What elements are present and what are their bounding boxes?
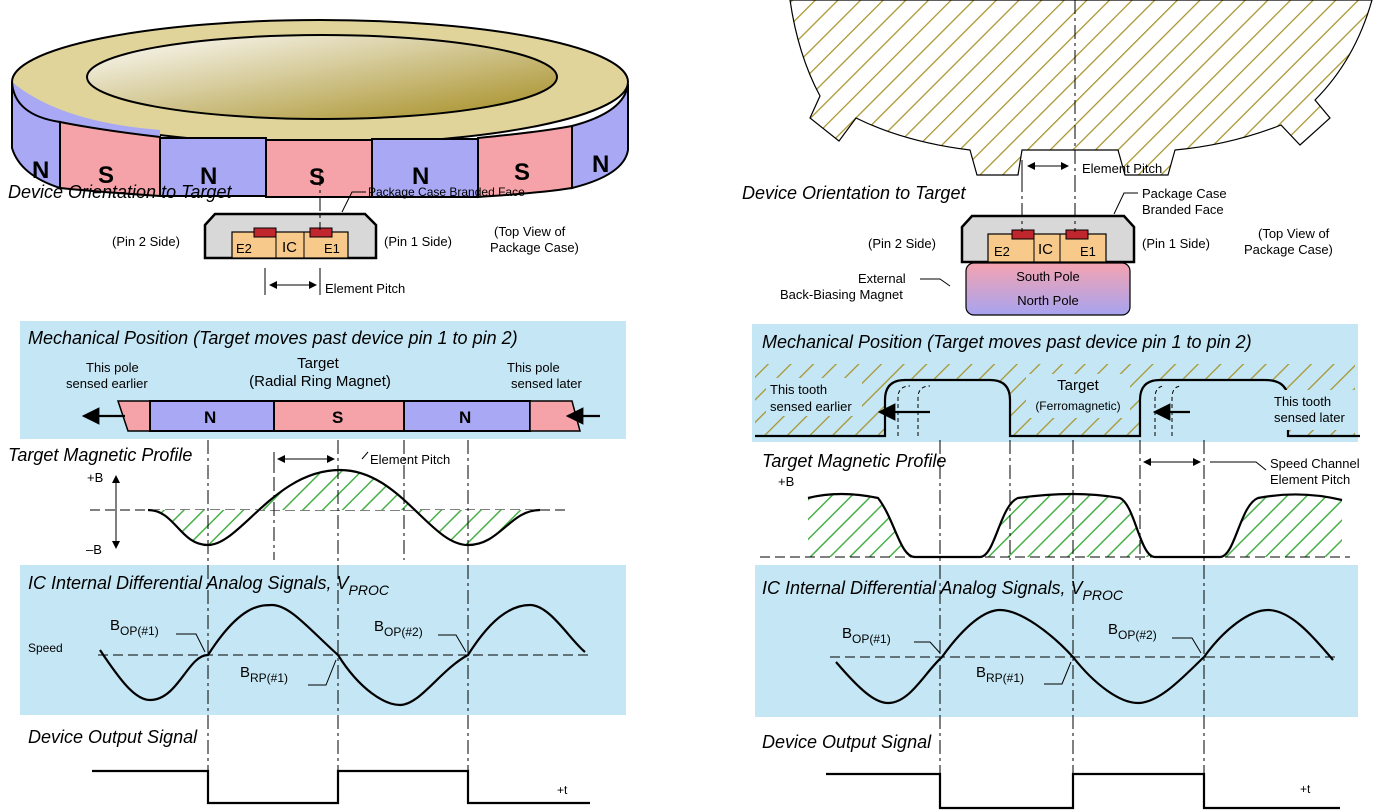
e2-label: E2	[994, 244, 1010, 259]
magnet-strip: N S N	[116, 400, 581, 432]
ext-magnet-label: External	[858, 271, 906, 286]
left-diagram: N S N S N S N Device Orientation to Targ…	[8, 19, 632, 805]
package-case-label: Package Case Branded Face	[368, 185, 525, 199]
ring-pole: S	[514, 159, 530, 186]
output-heading: Device Output Signal	[762, 732, 932, 752]
pin1-label: (Pin 1 Side)	[384, 234, 452, 249]
pole-earlier: This pole	[86, 360, 139, 375]
profile-heading: Target Magnetic Profile	[762, 451, 946, 471]
ring-pole: N	[32, 157, 49, 184]
pin2-label: (Pin 2 Side)	[112, 234, 180, 249]
tooth-later: sensed later	[1274, 410, 1345, 425]
speed-label: Speed	[28, 641, 63, 655]
ic-label: IC	[1038, 241, 1053, 258]
ring-pole: N	[592, 151, 609, 178]
pole-later: sensed later	[511, 376, 582, 391]
back-bias-magnet	[965, 262, 1131, 316]
top-view-label: (Top View of	[1258, 226, 1330, 241]
e1-label: E1	[1080, 244, 1096, 259]
e1-label: E1	[324, 241, 340, 256]
tooth-later: This tooth	[1274, 394, 1331, 409]
strip-pole: N	[204, 408, 216, 427]
mechanical-heading: Mechanical Position (Target moves past d…	[762, 332, 1252, 352]
speed-pitch: Speed Channel	[1270, 456, 1360, 471]
tooth-earlier: sensed earlier	[770, 399, 852, 414]
top-view-label: (Top View of	[494, 224, 566, 239]
bop1-label: BOP(#1)	[110, 617, 159, 638]
ic-label: IC	[282, 239, 297, 256]
output-heading: Device Output Signal	[28, 727, 198, 747]
ring-magnet: N S N S N S N	[10, 19, 632, 199]
minus-b: –B	[86, 542, 102, 557]
plus-t: +t	[557, 783, 568, 797]
gear-element-pitch: Element Pitch	[1082, 161, 1162, 176]
speed-pitch: Element Pitch	[1270, 472, 1350, 487]
bop1-label: BOP(#1)	[842, 625, 891, 646]
north-pole-label: North Pole	[1017, 293, 1078, 308]
ic-package: E2 IC E1	[203, 212, 378, 260]
right-diagram: Element Pitch Device Orientation to Targ…	[742, 0, 1373, 810]
bop2-label: BOP(#2)	[1108, 621, 1157, 642]
pole-later: This pole	[507, 360, 560, 375]
tooth-earlier: This tooth	[770, 382, 827, 397]
plus-b: +B	[87, 470, 103, 485]
ring-pole: N	[200, 163, 217, 190]
mechanical-heading: Mechanical Position (Target moves past d…	[28, 328, 518, 348]
target-label: Target	[297, 355, 340, 372]
target-label: Target	[1057, 377, 1100, 394]
profile-heading: Target Magnetic Profile	[8, 445, 192, 465]
gear-target	[789, 0, 1373, 176]
ring-pole: S	[98, 162, 114, 189]
top-view-label: Package Case)	[1244, 242, 1333, 257]
south-pole-label: South Pole	[1016, 269, 1080, 284]
orientation-heading: Device Orientation to Target	[8, 182, 232, 202]
orientation-heading: Device Orientation to Target	[742, 183, 966, 203]
profile-pitch: Element Pitch	[370, 452, 450, 467]
analog-heading: IC Internal Differential Analog Signals,…	[762, 578, 1124, 603]
brp1-label: BRP(#1)	[976, 664, 1024, 685]
ic-package: E2 IC E1	[960, 214, 1136, 264]
pole-earlier: sensed earlier	[66, 376, 148, 391]
element-pitch-label: Element Pitch	[325, 281, 405, 296]
bop2-label: BOP(#2)	[374, 618, 423, 639]
top-view-label: Package Case)	[490, 240, 579, 255]
strip-pole: S	[332, 408, 343, 427]
target-label: (Ferromagnetic)	[1035, 399, 1120, 413]
plus-t: +t	[1300, 782, 1311, 796]
package-case-label: Package Case	[1142, 186, 1227, 201]
analog-heading: IC Internal Differential Analog Signals,…	[28, 573, 390, 598]
package-case-label: Branded Face	[1142, 202, 1224, 217]
pin2-label: (Pin 2 Side)	[868, 236, 936, 251]
brp1-label: BRP(#1)	[240, 664, 288, 685]
plus-b: +B	[778, 474, 794, 489]
target-label: (Radial Ring Magnet)	[249, 373, 391, 390]
ring-pole: N	[412, 163, 429, 190]
ext-magnet-label: Back-Biasing Magnet	[780, 287, 903, 302]
e2-label: E2	[236, 241, 252, 256]
ring-pole: S	[309, 164, 325, 191]
pin1-label: (Pin 1 Side)	[1142, 236, 1210, 251]
strip-pole: N	[459, 408, 471, 427]
